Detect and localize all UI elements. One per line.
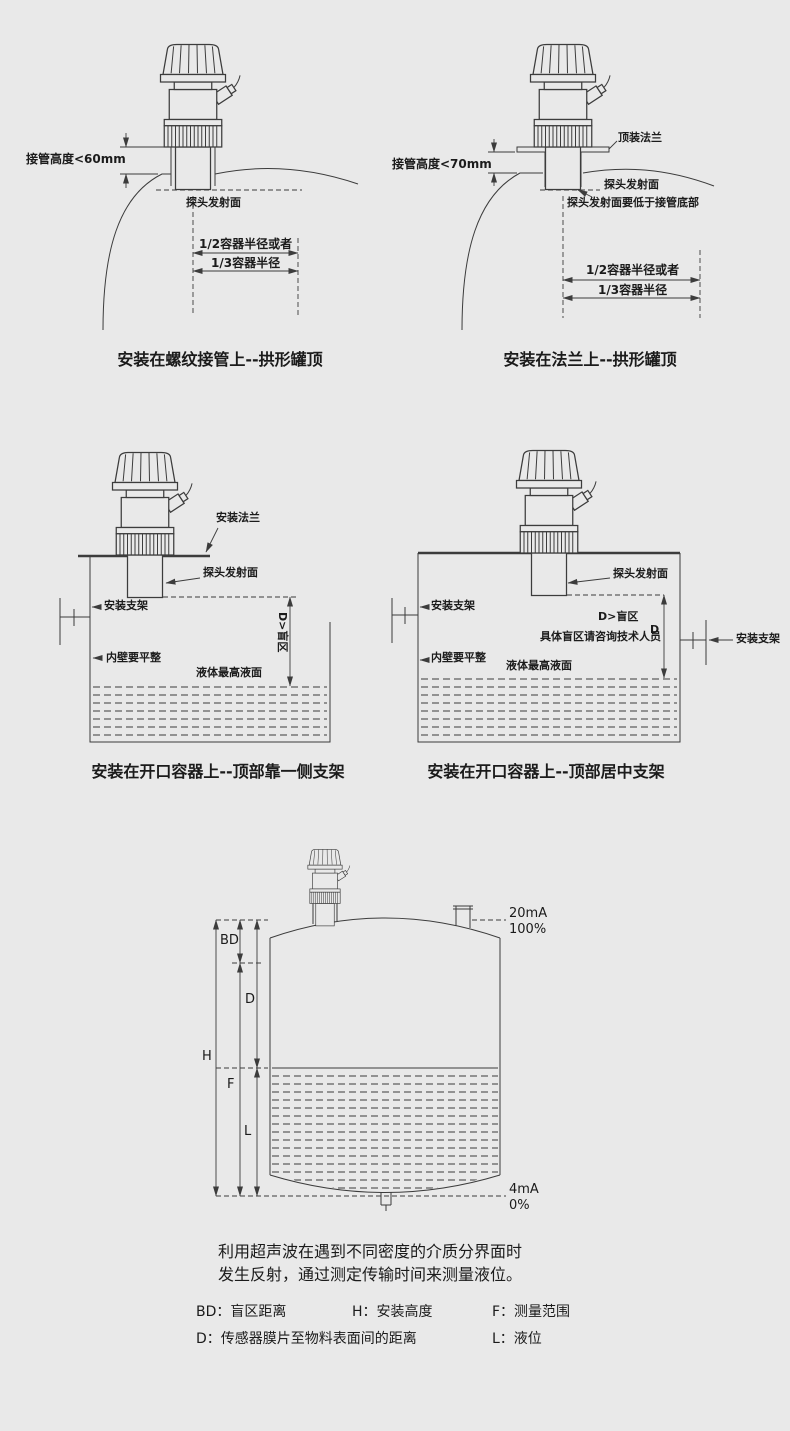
ultrasonic-sensor (515, 449, 604, 597)
level-0pct-label: 0% (509, 1198, 530, 1213)
caption-flange-mount: 安装在法兰上--拱形罐顶 (503, 350, 677, 369)
support-bracket-right (680, 620, 707, 665)
probe-surface-note: 探头发射面要低于接管底部 (567, 196, 699, 209)
dim-l-label: L (244, 1124, 252, 1139)
diagram-measuring-range (213, 848, 506, 1211)
top-flange-label: 顶装法兰 (618, 131, 662, 144)
max-level-label: 液体最高液面 (196, 666, 262, 679)
diagram-threaded-pipe (102, 43, 359, 331)
side-nozzle (453, 905, 473, 928)
pipe-height-label: 接管高度<70mm (392, 157, 492, 171)
blind-zone-dim-label: D (650, 623, 660, 636)
mount-flange-label: 安装法兰 (216, 511, 260, 524)
diagram-open-vessel-center (391, 449, 733, 743)
probe-surface-label: 探头发射面 (604, 178, 659, 191)
liquid-fill-lines (272, 1075, 498, 1189)
output-20ma-label: 20mA (509, 906, 548, 921)
ultrasonic-sensor (159, 43, 248, 191)
radius-dim-line2: 1/3容器半径 (598, 283, 668, 297)
caption-threaded-pipe: 安装在螺纹接管上--拱形罐顶 (117, 350, 323, 369)
bracket-left-label: 安装支架 (431, 599, 475, 612)
dimension-lines (120, 133, 302, 316)
tank-arch-left (102, 173, 171, 331)
blind-zone-note: 具体盲区请咨询技术人员 (540, 630, 661, 643)
dim-bd-label: BD (220, 933, 239, 948)
bracket-label: 安装支架 (104, 599, 148, 612)
pipe-height-label: 接管高度<60mm (26, 152, 126, 166)
probe-surface-label: 探头发射面 (186, 196, 241, 209)
diagram-open-vessel-side (59, 451, 331, 743)
legend-d: D：传感器膜片至物料表面间的距离 (196, 1331, 417, 1347)
blind-zone-label: D>盲区 (598, 610, 639, 623)
probe-surface-label: 探头发射面 (203, 566, 258, 579)
vessel-walls (89, 556, 331, 743)
tank-arch-right (582, 168, 715, 187)
sensor-nozzle (312, 903, 338, 924)
vessel-walls (417, 553, 681, 743)
liquid-level-lines (421, 678, 677, 736)
legend-l: L：液位 (492, 1331, 542, 1347)
principle-text-line2: 发生反射，通过测定传输时间来测量液位。 (218, 1265, 523, 1284)
tank-arch-right (214, 167, 359, 185)
ultrasonic-sensor (111, 451, 200, 599)
radius-dim-line2: 1/3容器半径 (211, 256, 281, 270)
level-100pct-label: 100% (509, 922, 547, 937)
output-4ma-label: 4mA (509, 1182, 539, 1197)
radius-dim-line1: 1/2容器半径或者 (586, 263, 680, 277)
dimension-lines (419, 577, 733, 679)
bracket-right-label: 安装支架 (736, 632, 780, 645)
ultrasonic-sensor (529, 43, 618, 191)
radius-dim-line1: 1/2容器半径或者 (199, 237, 293, 251)
blind-zone-label: D>盲区 (276, 612, 289, 653)
dimension-lines (91, 527, 296, 687)
tank-bottom-dome (269, 1174, 501, 1193)
inner-wall-label: 内壁要平整 (106, 651, 161, 664)
ultrasonic-sensor (307, 848, 354, 927)
inner-wall-label: 内壁要平整 (431, 651, 486, 664)
principle-text-line1: 利用超声波在遇到不同密度的介质分界面时 (218, 1242, 523, 1261)
max-level-label: 液体最高液面 (506, 659, 572, 672)
legend-bd: BD：盲区距离 (196, 1304, 287, 1320)
probe-surface-label: 探头发射面 (613, 567, 668, 580)
drain-nozzle (380, 1192, 392, 1211)
dim-f-label: F (227, 1077, 235, 1092)
caption-open-vessel-center: 安装在开口容器上--顶部居中支架 (427, 762, 665, 781)
dim-h-label: H (202, 1049, 212, 1064)
liquid-level-lines (93, 686, 327, 736)
dimension-lines (488, 139, 701, 318)
dim-d-label: D (245, 992, 256, 1007)
dimension-lines (213, 919, 260, 1197)
legend-f: F：测量范围 (492, 1304, 571, 1320)
legend-h: H：安装高度 (352, 1304, 433, 1320)
reference-lines (216, 919, 506, 1197)
tank-top-dome (269, 917, 501, 939)
caption-open-vessel-side: 安装在开口容器上--顶部靠一侧支架 (91, 762, 345, 781)
tank-arch-left (461, 172, 543, 331)
support-bracket (59, 598, 90, 645)
diagram-flange-mount (461, 43, 715, 331)
support-bracket-left (391, 598, 418, 643)
